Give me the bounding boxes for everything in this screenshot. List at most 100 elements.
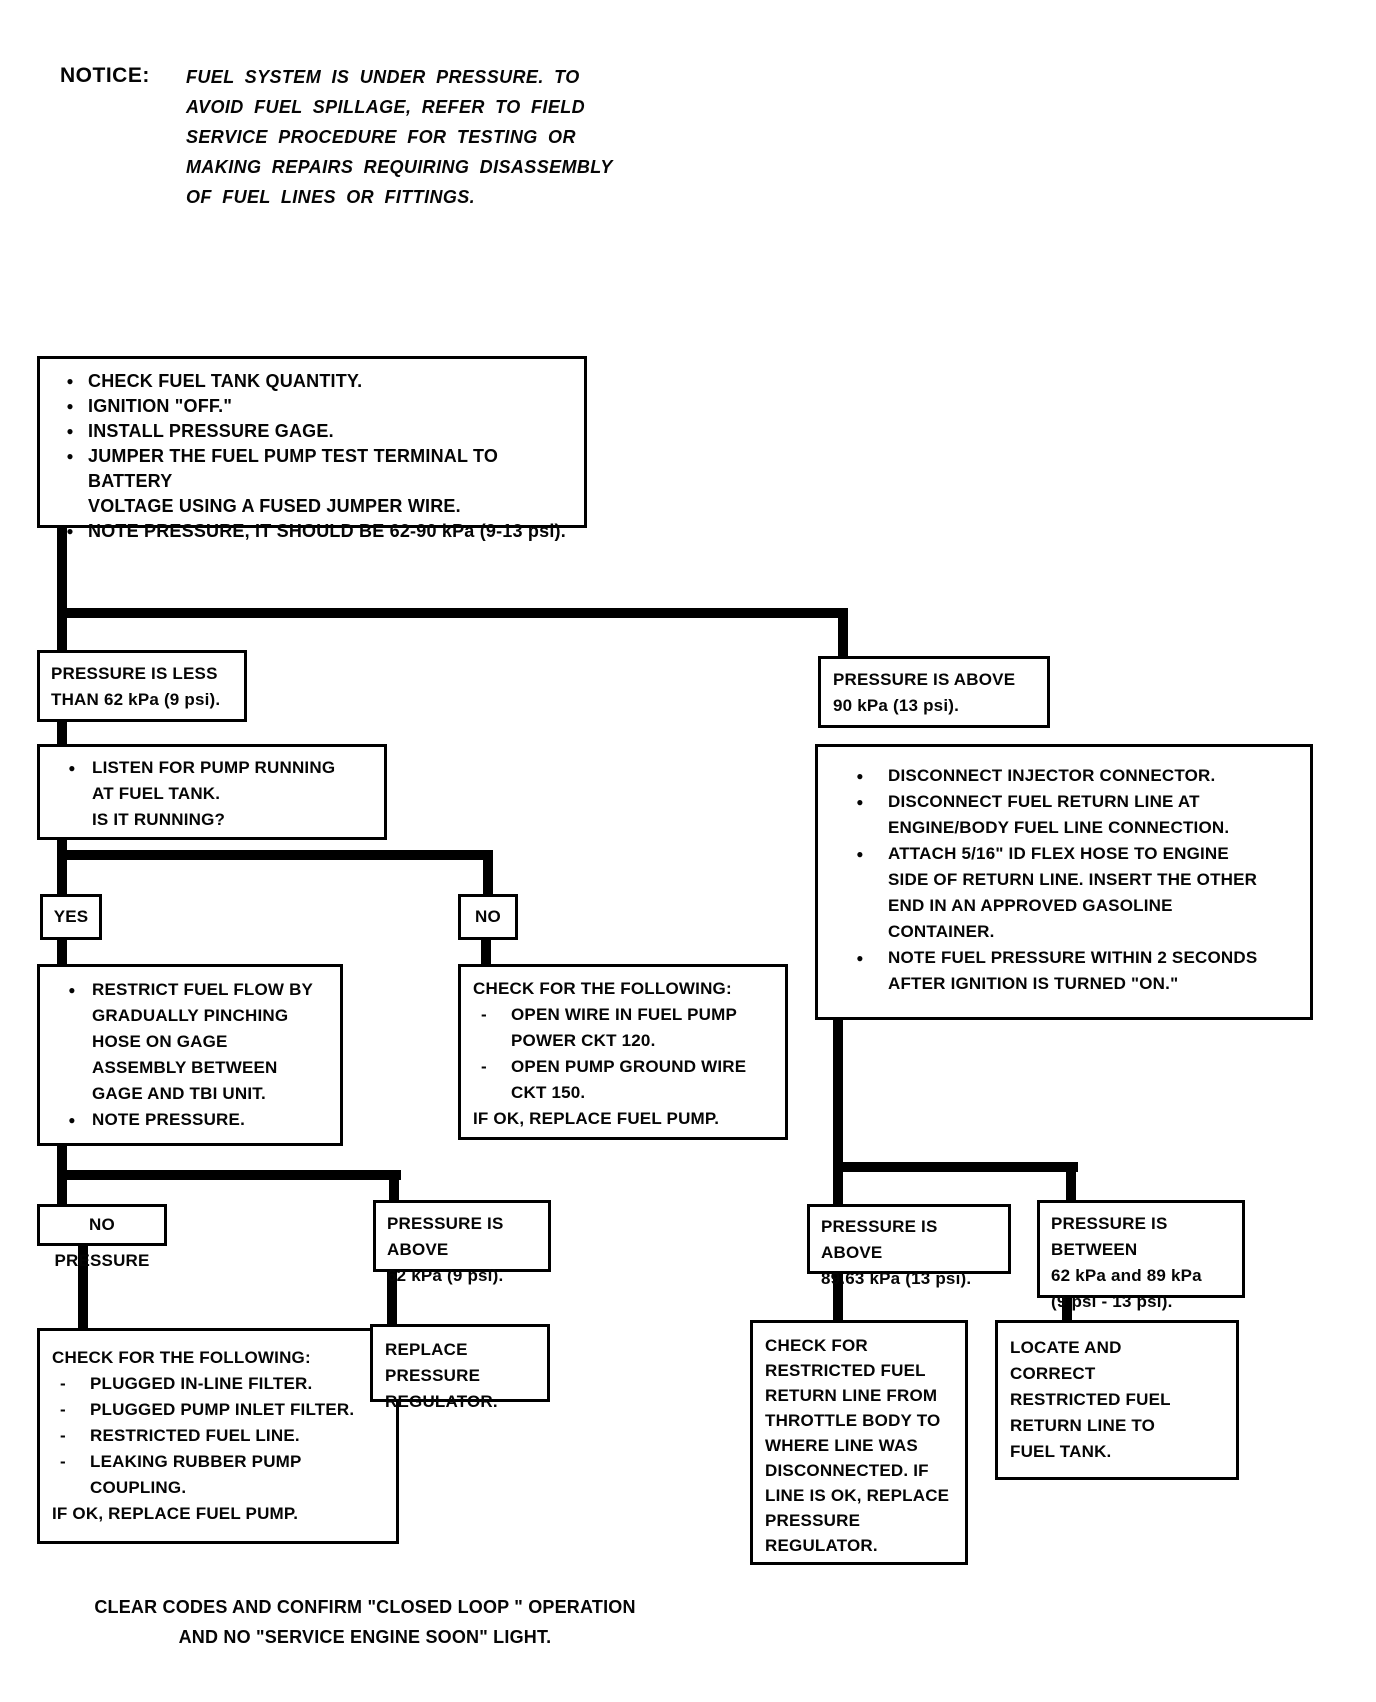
- footer-line: AND NO "SERVICE ENGINE SOON" LIGHT.: [178, 1627, 552, 1647]
- action-line: DISCONNECTED. IF: [765, 1461, 929, 1480]
- step-line: ASSEMBLY BETWEEN: [92, 1058, 278, 1077]
- check-filters-box: CHECK FOR THE FOLLOWING: - PLUGGED IN-LI…: [37, 1328, 399, 1544]
- action-line: RESTRICTED FUEL: [765, 1361, 926, 1380]
- action-line: THROTTLE BODY TO: [765, 1411, 941, 1430]
- connector-to-above62: [389, 1170, 399, 1200]
- step-line: END IN AN APPROVED GASOLINE: [888, 896, 1173, 915]
- dash-icon: -: [60, 1374, 66, 1393]
- action-line: REPLACE PRESSURE: [385, 1340, 481, 1385]
- step-text: JUMPER THE FUEL PUMP TEST TERMINAL TO BA…: [88, 444, 572, 519]
- step-text: ATTACH 5/16" ID FLEX HOSE TO ENGINE SIDE…: [888, 841, 1296, 945]
- condition-line: (9 psi - 13 psi).: [1051, 1292, 1173, 1311]
- notice-text: FUEL SYSTEM IS UNDER PRESSURE. TO AVOID …: [186, 62, 636, 212]
- step-line: CONTAINER.: [888, 922, 995, 941]
- no-box: NO: [458, 894, 518, 940]
- step-line: NOTE FUEL PRESSURE WITHIN 2 SECONDS: [888, 948, 1258, 967]
- bullet-icon: ●: [66, 424, 74, 438]
- start-steps-box: ● CHECK FUEL TANK QUANTITY. ● IGNITION "…: [37, 356, 587, 541]
- step-line: AT FUEL TANK.: [92, 784, 221, 803]
- step-line: JUMPER THE FUEL PUMP TEST TERMINAL TO BA…: [88, 446, 499, 491]
- pressure-between-62-89-box: PRESSURE IS BETWEEN 62 kPa and 89 kPa (9…: [1037, 1200, 1245, 1311]
- connector-to-above90: [838, 608, 848, 656]
- action-line: RETURN LINE FROM: [765, 1386, 938, 1405]
- check-pump-circuit-box: CHECK FOR THE FOLLOWING: - OPEN WIRE IN …: [458, 964, 788, 1140]
- check-line: OPEN PUMP GROUND WIRE: [511, 1057, 747, 1076]
- action-line: CORRECT: [1010, 1364, 1096, 1383]
- action-line: WHERE LINE WAS: [765, 1436, 918, 1455]
- step-line: VOLTAGE USING A FUSED JUMPER WIRE.: [88, 496, 461, 516]
- dash-icon: -: [60, 1400, 66, 1419]
- step-line: LISTEN FOR PUMP RUNNING: [92, 758, 336, 777]
- connector-less62-to-listen: [57, 718, 67, 744]
- locate-correct-return-box: LOCATE AND CORRECT RESTRICTED FUEL RETUR…: [995, 1320, 1239, 1480]
- bullet-icon: ●: [66, 399, 74, 413]
- connector-no-to-circuit: [481, 936, 491, 964]
- condition-line: PRESSURE IS ABOVE: [833, 670, 1016, 689]
- bullet-icon: ●: [68, 1113, 76, 1127]
- pressure-above-8963-box: PRESSURE IS ABOVE 89.63 kPa (13 psi).: [807, 1204, 1011, 1288]
- step-line: ATTACH 5/16" ID FLEX HOSE TO ENGINE: [888, 844, 1229, 863]
- bullet-icon: ●: [856, 795, 864, 809]
- yes-box: YES: [40, 894, 102, 940]
- condition-line: PRESSURE IS LESS: [51, 664, 218, 683]
- check-footer: IF OK, REPLACE FUEL PUMP.: [473, 1109, 720, 1128]
- step-text: INSTALL PRESSURE GAGE.: [88, 421, 334, 441]
- check-item: PLUGGED PUMP INLET FILTER.: [90, 1400, 355, 1419]
- check-item: RESTRICTED FUEL LINE.: [90, 1426, 300, 1445]
- step-line: ENGINE/BODY FUEL LINE CONNECTION.: [888, 818, 1230, 837]
- step-line: SIDE OF RETURN LINE. INSERT THE OTHER: [888, 870, 1258, 889]
- pressure-above-62-box: PRESSURE IS ABOVE 62 kPa (9 psi).: [373, 1200, 551, 1285]
- bullet-icon: ●: [856, 951, 864, 965]
- bullet-icon: ●: [66, 449, 74, 463]
- bullet-icon: ●: [856, 847, 864, 861]
- step-line: IS IT RUNNING?: [92, 810, 226, 829]
- dash-icon: -: [60, 1452, 66, 1471]
- notice-line: MAKING REPAIRS REQUIRING DISASSEMBLY: [186, 157, 613, 177]
- action-line: FUEL TANK.: [1010, 1442, 1112, 1461]
- condition-line: 62 kPa and 89 kPa: [1051, 1266, 1202, 1285]
- connector-top-branch: [57, 608, 848, 618]
- restrict-flow-box: ● RESTRICT FUEL FLOW BY GRADUALLY PINCHI…: [37, 964, 343, 1146]
- bullet-icon: ●: [66, 374, 74, 388]
- step-line: GAGE AND TBI UNIT.: [92, 1084, 266, 1103]
- step-text: NOTE PRESSURE, IT SHOULD BE 62-90 kPa (9…: [88, 521, 566, 541]
- connector-listen-to-yes: [57, 838, 67, 894]
- step-line: RESTRICT FUEL FLOW BY: [92, 980, 314, 999]
- check-line: CKT 150.: [511, 1083, 586, 1102]
- connector-yes-to-restrict: [57, 936, 67, 964]
- step-text: IGNITION "OFF.": [88, 396, 233, 416]
- condition-line: 90 kPa (13 psi).: [833, 696, 960, 715]
- connector-right-branch: [833, 1162, 1078, 1172]
- connector-disconnect-down: [833, 1018, 843, 1204]
- check-line: POWER CKT 120.: [511, 1031, 656, 1050]
- connector-to-no: [483, 850, 493, 894]
- bullet-icon: ●: [66, 524, 74, 538]
- action-line: RETURN LINE TO: [1010, 1416, 1156, 1435]
- condition-line: THAN 62 kPa (9 psi).: [51, 690, 221, 709]
- check-header: CHECK FOR THE FOLLOWING:: [52, 1348, 311, 1367]
- replace-regulator-box: REPLACE PRESSURE REGULATOR.: [370, 1324, 550, 1411]
- condition-line: 89.63 kPa (13 psi).: [821, 1269, 972, 1288]
- step-text: DISCONNECT FUEL RETURN LINE AT ENGINE/BO…: [888, 789, 1296, 841]
- check-item: OPEN WIRE IN FUEL PUMP POWER CKT 120.: [511, 1002, 773, 1054]
- footer-note: CLEAR CODES AND CONFIRM "CLOSED LOOP " O…: [40, 1592, 690, 1652]
- check-header: CHECK FOR THE FOLLOWING:: [473, 979, 732, 998]
- step-text: DISCONNECT INJECTOR CONNECTOR.: [888, 766, 1216, 785]
- dash-icon: -: [60, 1426, 66, 1445]
- step-text: NOTE PRESSURE.: [92, 1110, 245, 1129]
- notice-line: OF FUEL LINES OR FITTINGS.: [186, 187, 476, 207]
- notice-line: SERVICE PROCEDURE FOR TESTING OR: [186, 127, 576, 147]
- check-item: OPEN PUMP GROUND WIRE CKT 150.: [511, 1054, 773, 1106]
- condition-line: PRESSURE IS BETWEEN: [1051, 1214, 1168, 1259]
- action-line: RESTRICTED FUEL: [1010, 1390, 1171, 1409]
- dash-icon: -: [481, 1005, 487, 1024]
- action-line: CHECK FOR: [765, 1336, 868, 1355]
- notice-line: AVOID FUEL SPILLAGE, REFER TO FIELD: [186, 97, 586, 117]
- disconnect-injector-box: ● DISCONNECT INJECTOR CONNECTOR. ● DISCO…: [815, 744, 1313, 1020]
- connector-to-between: [1066, 1162, 1076, 1200]
- check-line: LEAKING RUBBER PUMP: [90, 1452, 302, 1471]
- bullet-icon: ●: [856, 769, 864, 783]
- action-line: LOCATE AND: [1010, 1338, 1122, 1357]
- condition-line: PRESSURE IS ABOVE: [387, 1214, 504, 1259]
